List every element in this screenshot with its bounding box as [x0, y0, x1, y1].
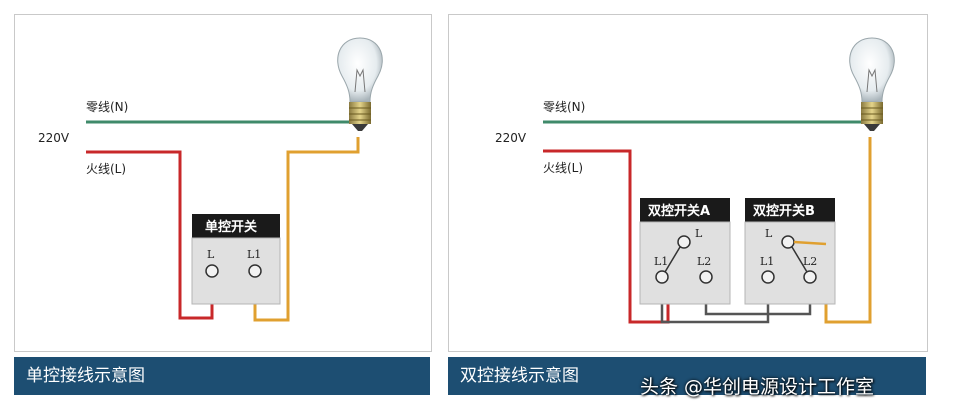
right-live-wire	[543, 149, 670, 324]
left-neutral-label: 零线(N)	[86, 100, 128, 114]
switch-a-terminal-l2: L2	[697, 255, 711, 268]
switch-a-title: 双控开关A	[648, 203, 710, 219]
switch-b-body	[744, 221, 836, 305]
switch-a-screw-l1	[655, 270, 669, 284]
right-live-label: 火线(L)	[543, 161, 583, 175]
single-switch-title-bg	[192, 214, 280, 238]
left-voltage-label: 220V	[38, 131, 70, 145]
left-bulb-icon	[337, 37, 383, 131]
double-switch-a: 双控开关A L L1 L2	[639, 198, 731, 305]
switch-b-screw-l2	[803, 270, 817, 284]
right-neutral-label: 零线(N)	[543, 100, 585, 114]
single-switch-screw-l1	[248, 264, 262, 278]
switch-b-common-lead	[793, 240, 827, 246]
right-voltage-label: 220V	[495, 131, 527, 145]
switch-a-terminal-l1: L1	[654, 255, 668, 268]
switch-b-title-bg	[745, 198, 835, 222]
switch-a-screw-l2	[699, 270, 713, 284]
single-switch-terminal-l1: L1	[247, 248, 261, 261]
switch-a-title-bg	[640, 198, 730, 222]
switch-b-screw-common	[781, 235, 795, 249]
switch-b-screw-l1	[761, 270, 775, 284]
single-switch-terminal-l: L	[207, 248, 215, 261]
switch-a-blade	[664, 246, 681, 273]
switch-a-terminal-l: L	[695, 227, 703, 240]
left-lamp-wire	[253, 137, 360, 322]
right-caption: 双控接线示意图	[448, 357, 926, 395]
right-bulb-icon	[849, 37, 895, 131]
switch-b-blade	[791, 246, 808, 273]
switch-b-title: 双控开关B	[753, 203, 815, 219]
single-switch-body	[191, 237, 281, 305]
watermark: 头条 @华创电源设计工作室	[640, 376, 875, 398]
single-switch-title: 单控开关	[205, 219, 257, 235]
left-caption: 单控接线示意图	[14, 357, 430, 395]
switch-b-terminal-l: L	[765, 227, 773, 240]
double-switch-b: 双控开关B L L1 L2	[744, 198, 836, 305]
switch-a-screw-common	[677, 235, 691, 249]
left-live-label: 火线(L)	[86, 162, 126, 176]
single-switch-screw-l	[205, 264, 219, 278]
single-switch: 单控开关 L L1	[191, 214, 281, 305]
switch-b-terminal-l2: L2	[803, 255, 817, 268]
switch-b-terminal-l1: L1	[760, 255, 774, 268]
